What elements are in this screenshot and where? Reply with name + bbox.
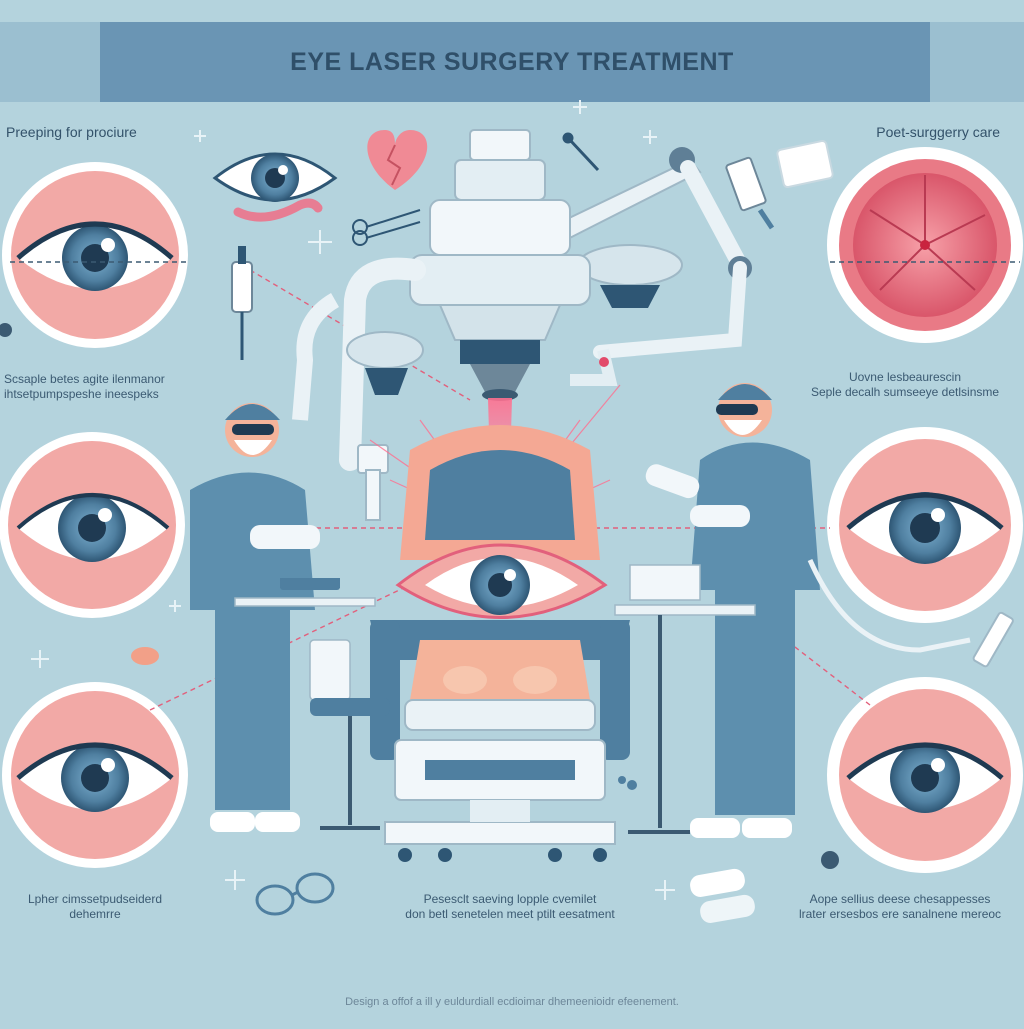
left-heading: Preeping for prociure <box>6 124 137 140</box>
right-heading: Poet-surggerry care <box>876 124 1000 140</box>
bandage-icon-top <box>776 139 834 189</box>
left-eye-circle-3 <box>2 682 188 868</box>
glasses-icon <box>255 872 335 916</box>
left-eye-circle-1 <box>2 162 188 348</box>
right-retina-circle <box>827 147 1023 343</box>
patient-chair <box>370 425 630 862</box>
tweezers-icon <box>562 132 600 172</box>
scalpel-icon-left <box>231 246 253 360</box>
caption-left-bottom: Lpher cimssetpudseiderd dehemrre <box>27 892 163 921</box>
scissors-icon <box>352 209 421 246</box>
left-eye-circle-2 <box>0 432 185 618</box>
page-title: EYE LASER SURGERY TREATMENT <box>290 48 734 76</box>
surgeon-right <box>645 383 971 838</box>
caption-center-bottom: Pesesclt saeving lopple cvemilet don bet… <box>405 892 615 921</box>
caption-right-bottom: Aope sellius deese chesappesses lrater e… <box>798 892 1002 921</box>
right-eye-circle-3 <box>827 677 1023 873</box>
eye-icon <box>212 152 338 222</box>
syringe-icon <box>972 611 1014 668</box>
caption-left-mid: Scsaple betes agite ilenmanor ihtsetpump… <box>4 372 165 401</box>
heart-icon <box>367 130 428 190</box>
instrument-table-right <box>614 564 756 834</box>
surgeon-left <box>190 403 340 832</box>
caption-right-mid: Uovne lesbeaurescin Seple decalh sumseey… <box>810 370 1000 399</box>
pill-icons <box>0 323 839 869</box>
right-eye-circle-2 <box>827 427 1023 623</box>
title-banner <box>0 22 1024 102</box>
laser-machine <box>292 129 752 521</box>
vial-icon <box>725 156 775 230</box>
footer-note: Design a offof a ill y euldurdiall ecdio… <box>345 996 679 1008</box>
bandage-icons <box>690 868 755 923</box>
instrument-table-left <box>234 578 390 830</box>
